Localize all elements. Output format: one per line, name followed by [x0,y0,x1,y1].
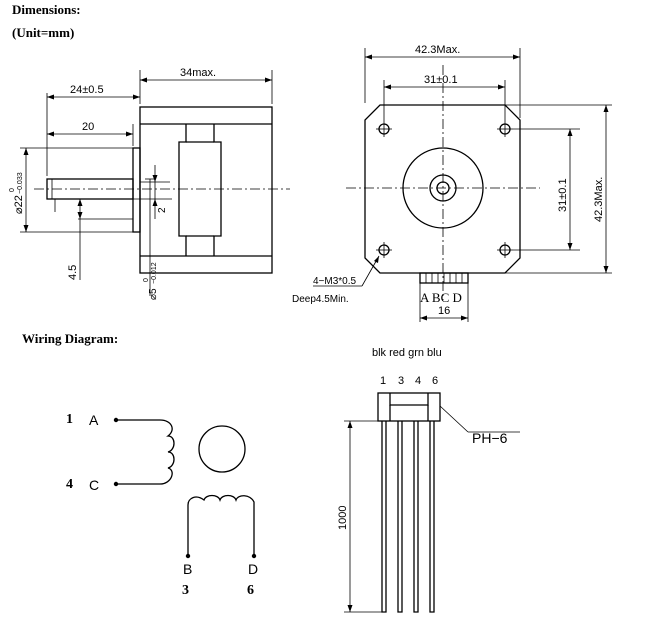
wire-6 [429,421,435,613]
letter-c: C [89,477,99,493]
dim-phi22-tol-bot: −0.033 [17,172,24,194]
pin-number-1: 1 [380,375,386,387]
dim-hole-spacing: 31±0.1 [424,74,458,86]
letter-a: A [89,412,99,428]
letter-d: D [248,561,258,577]
dim-lead-length: 1000 [337,506,349,530]
wire-3 [397,421,403,613]
dim-phi5-tol-bot: −0.012 [151,262,158,284]
wire-1 [381,421,387,613]
rotor-symbol [198,425,246,473]
flange [132,147,141,233]
pin-number-3: 3 [398,375,404,387]
dim-hole-spacing-v: 31±0.1 [557,178,569,212]
dim-phi22-tol-top: 0 [9,188,16,192]
front-view: A BC D 42.3Max. 31±0.1 31±0.1 42.3Max. 1… [292,44,612,322]
pin-number-6: 6 [432,375,438,387]
dim-2: 2 [157,207,168,213]
num-1: 1 [66,412,73,427]
connector-pins: A BC D [420,290,462,305]
coil-b-d [187,494,255,556]
side-view: 34max. 24±0.5 20 ⌀22 0 −0.033 2 4.5 [9,67,290,300]
unit-heading: (Unit=mm) [12,25,74,40]
dim-height: 42.3Max. [593,177,605,222]
screw-label: 4−M3*0.5 [313,276,357,287]
pin-number-4: 4 [415,375,421,387]
dim-4-5: 4.5 [67,265,79,280]
dim-width: 42.3Max. [415,44,460,56]
dim-20: 20 [82,121,94,133]
wire-colors: blk red grn blu [372,347,442,359]
depth-label: Deep4.5Min. [292,294,349,305]
coil-a-c [116,419,175,485]
dim-34max: 34max. [180,67,216,79]
motor-body [139,106,273,274]
dim-phi5: ⌀5 [148,288,159,300]
wire-4 [413,421,419,613]
num-4: 4 [66,477,73,492]
wiring-heading: Wiring Diagram: [22,331,118,346]
num-3: 3 [182,583,189,598]
wiring-schematic: 1 A 4 C B D 3 6 [66,412,258,598]
ph6-connector [377,392,441,422]
dim-phi5-tol-top: 0 [143,278,150,282]
dimensions-heading: Dimensions: [12,2,81,17]
lead-drawing: blk red grn blu 1 3 4 6 PH−6 1000 [337,347,520,613]
num-6: 6 [247,583,254,598]
connector-label: PH−6 [472,430,508,446]
letter-b: B [183,561,192,577]
dim-24: 24±0.5 [70,84,104,96]
dim-phi22: ⌀22 [13,195,25,214]
dim-16: 16 [438,305,450,317]
